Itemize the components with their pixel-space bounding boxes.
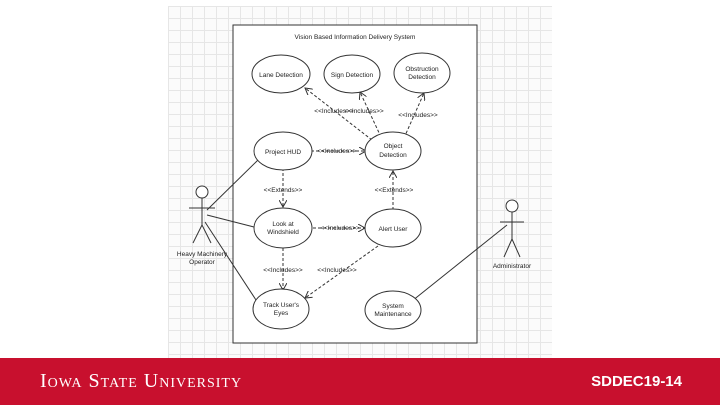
actor-administrator-icon: [500, 199, 524, 258]
dep-object-lane: [305, 88, 373, 141]
assoc-operator-track: [204, 221, 257, 301]
use-case-label: Windshield: [267, 229, 299, 236]
dep-object-sign: [360, 92, 382, 138]
actor-operator-label: Heavy Machinery: [177, 251, 228, 258]
label-includes-lane: <<Includes>>: [314, 108, 354, 115]
use-case-label: Sign Detection: [331, 72, 374, 79]
footer-bar: Iowa State University SDDEC19-14: [0, 358, 720, 405]
actor-operator-label: Operator: [189, 259, 215, 266]
use-case-label: Track User's: [263, 302, 300, 309]
use-case-lane-detection: [251, 54, 311, 94]
label-extends-hud: <<Extends>>: [264, 187, 303, 194]
use-case-label: Eyes: [274, 310, 289, 317]
use-case-system-maintenance: [364, 290, 422, 330]
actor-operator-icon: [189, 185, 215, 244]
use-case-label: System: [382, 303, 404, 310]
use-case-label: Lane Detection: [259, 72, 303, 79]
use-case-obstruction-detection: [393, 52, 451, 94]
assoc-operator-windshield: [206, 214, 255, 228]
use-case-label: Look at: [272, 221, 294, 228]
use-case-alert-user: [364, 208, 422, 248]
label-includes-sign: <<Includes>>: [344, 108, 384, 115]
use-case-sign-detection: [323, 54, 381, 94]
use-case-label: Obstruction: [405, 66, 439, 73]
label-includes-track-right: <<Includes>>: [317, 267, 357, 274]
label-extends-alert: <<Extends>>: [375, 187, 414, 194]
use-case-label: Project HUD: [265, 149, 301, 156]
actor-administrator-label: Administrator: [493, 263, 532, 270]
label-includes-hud: <<Includes>>: [317, 148, 357, 155]
use-case-label: Detection: [379, 152, 407, 159]
dep-object-obstruction: [403, 93, 424, 139]
label-includes-track-left: <<Includes>>: [263, 267, 303, 274]
label-includes-alert: <<Includes>>: [320, 225, 360, 232]
university-wordmark: Iowa State University: [40, 370, 243, 392]
label-includes-obstruction: <<Includes>>: [398, 112, 438, 119]
use-case-label: Object: [384, 143, 403, 150]
use-case-track-users-eyes: [252, 288, 310, 330]
assoc-admin-maintenance: [411, 224, 508, 302]
system-title: Vision Based Information Delivery System: [295, 34, 416, 41]
use-case-label: Alert User: [379, 226, 409, 233]
use-case-object-detection: [364, 131, 422, 171]
project-code: SDDEC19-14: [591, 373, 682, 390]
assoc-operator-hud: [206, 159, 259, 211]
use-case-label: Detection: [408, 74, 436, 81]
use-case-label: Maintenance: [374, 311, 412, 318]
use-case-look-at-windshield: [253, 207, 313, 249]
use-case-project-hud: [253, 131, 313, 171]
